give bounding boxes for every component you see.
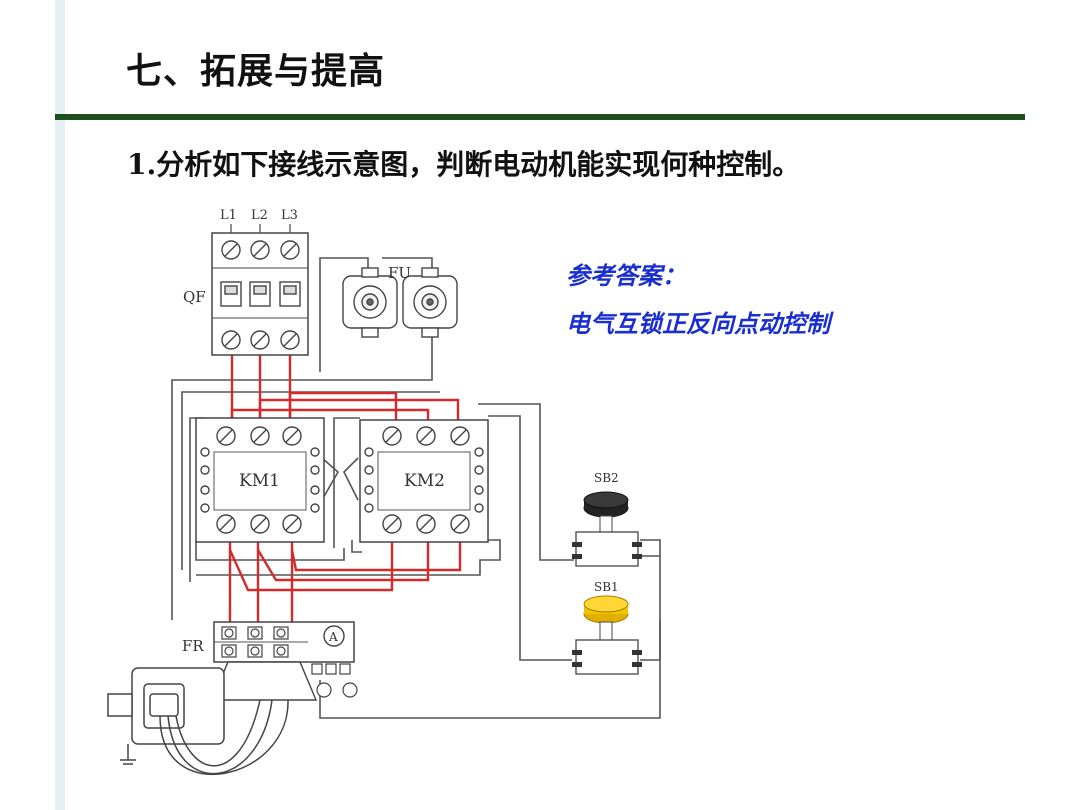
slide-left-accent bbox=[55, 0, 65, 810]
question-text: 1.分析如下接线示意图，判断电动机能实现何种控制。 bbox=[127, 148, 801, 181]
phase-label-l1: L1 bbox=[220, 208, 237, 223]
breaker-levers bbox=[220, 281, 301, 307]
fuse-fu: FU bbox=[342, 264, 458, 338]
answer-text: 电气互锁正反向点动控制 bbox=[566, 310, 830, 338]
breaker-qf: L1 L2 L3 QF bbox=[183, 208, 309, 356]
fuse-right bbox=[402, 267, 458, 338]
answer-label: 参考答案： bbox=[566, 262, 686, 290]
breaker-label: QF bbox=[183, 288, 206, 306]
slide-title: 七、拓展与提高 bbox=[126, 51, 386, 92]
contactor2-label: KM2 bbox=[404, 471, 445, 491]
breaker-top-terminals bbox=[221, 240, 300, 260]
breaker-bottom-terminals bbox=[221, 330, 300, 350]
ammeter-label: A bbox=[328, 630, 338, 644]
button2-label: SB1 bbox=[594, 580, 619, 594]
fuse-left bbox=[342, 267, 398, 338]
phase-label-l2: L2 bbox=[251, 208, 268, 223]
button-sb2: SB2 bbox=[572, 471, 642, 567]
relay-label: FR bbox=[182, 637, 204, 655]
thermal-relay-fr: A FR bbox=[182, 621, 358, 701]
button-sb1: SB1 bbox=[572, 580, 642, 675]
title-divider bbox=[55, 114, 1025, 120]
button1-label: SB2 bbox=[594, 471, 619, 485]
phase-label-l3: L3 bbox=[281, 208, 298, 223]
ammeter-dial bbox=[323, 625, 345, 647]
contactor1-label: KM1 bbox=[239, 471, 280, 491]
fuse-label: FU bbox=[388, 264, 411, 282]
contactor-km1: KM1 bbox=[195, 417, 325, 543]
motor bbox=[107, 667, 289, 776]
contactor-km2: KM2 bbox=[359, 419, 489, 543]
